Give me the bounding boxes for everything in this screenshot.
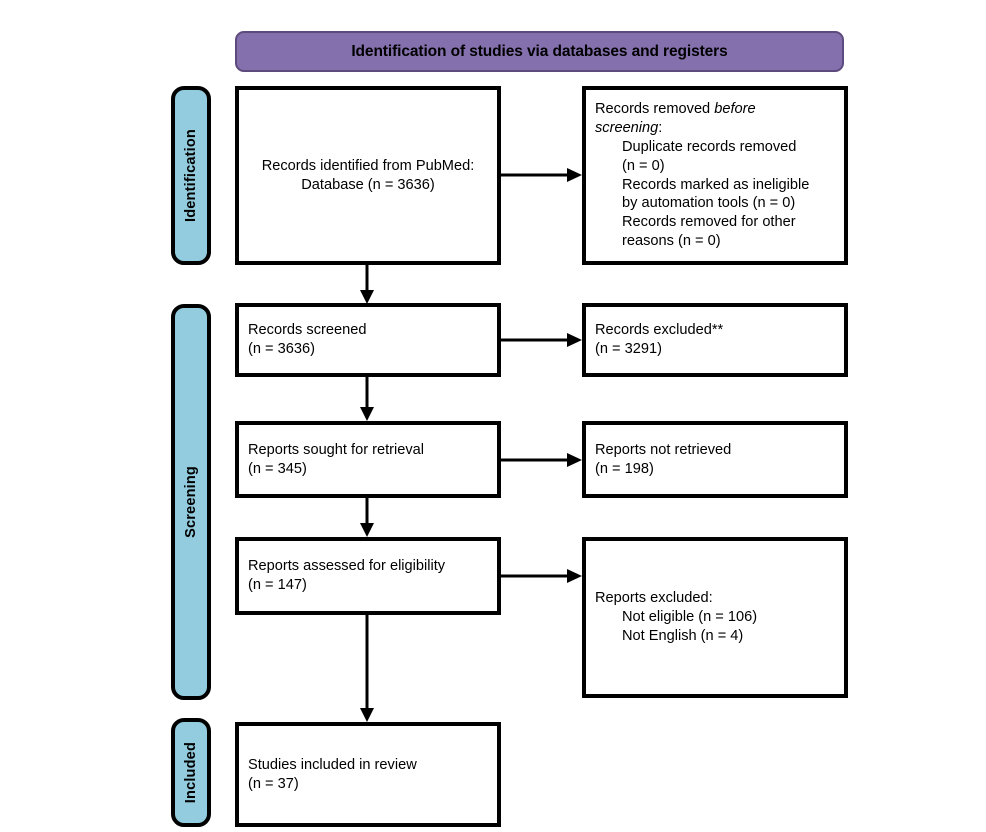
box-reports-not-retrieved: Reports not retrieved (n = 198) [582,421,848,498]
box-records-removed-heading-prefix: Records removed [595,100,715,117]
stage-label-screening-text: Screening [183,466,199,538]
arrow-assessed-to-reports-excluded [501,568,582,584]
box-reports-excluded: Reports excluded: Not eligible (n = 106)… [582,537,848,698]
box-reports-not-retrieved-text: Reports not retrieved (n = 198) [595,441,732,477]
box-reports-excluded-reason-not-english: Not English (n = 4) [622,627,744,644]
arrow-identified-to-removed [501,167,582,183]
arrow-screened-to-sought [359,377,375,421]
arrow-screened-to-excluded [501,332,582,348]
box-records-removed-before-screening: Records removed before screening: Duplica… [582,86,848,265]
box-reports-assessed-for-eligibility: Reports assessed for eligibility (n = 14… [235,537,501,615]
box-records-screened-text: Records screened (n = 3636) [248,322,367,357]
box-studies-included-text: Studies included in review (n = 37) [248,756,417,792]
arrow-sought-to-assessed [359,498,375,537]
box-reports-excluded-heading: Reports excluded: [595,590,713,607]
box-reports-sought-for-retrieval: Reports sought for retrieval (n = 345) [235,421,501,498]
box-studies-included-in-review: Studies included in review (n = 37) [235,722,501,827]
stage-label-included-text: Included [183,741,199,804]
arrow-sought-to-not-retrieved [501,452,582,468]
box-records-excluded-text: Records excluded** (n = 3291) [595,322,724,357]
box-records-removed-heading: Records removed before screening: [595,100,756,138]
stage-label-included: Included [171,718,211,827]
box-records-removed-heading-colon: : [658,119,663,136]
box-records-removed-item-duplicates: Duplicate records removed (n = 0) [622,138,797,174]
box-records-identified: Records identified from PubMed: Database… [235,86,501,265]
box-records-identified-text: Records identified from PubMed: Database… [261,157,475,193]
box-reports-sought-text: Reports sought for retrieval (n = 345) [248,441,425,477]
stage-label-screening: Screening [171,304,211,700]
box-records-removed-item-automation: Records marked as ineligible by automati… [622,176,810,212]
box-records-removed-heading-italic-before: before [714,100,756,117]
arrow-assessed-to-included [359,615,375,722]
box-records-excluded: Records excluded** (n = 3291) [582,303,848,377]
stage-label-identification-text: Identification [183,128,199,223]
box-records-removed-heading-italic-screening: screening [595,119,659,136]
box-reports-excluded-reason-not-eligible: Not eligible (n = 106) [622,609,758,626]
box-reports-assessed-text: Reports assessed for eligibility (n = 14… [248,558,446,593]
box-records-removed-item-other: Records removed for other reasons (n = 0… [622,214,796,250]
box-records-screened: Records screened (n = 3636) [235,303,501,377]
phase-banner-identification: Identification of studies via databases … [235,31,844,72]
stage-label-identification: Identification [171,86,211,265]
arrow-identified-to-screened [359,265,375,304]
